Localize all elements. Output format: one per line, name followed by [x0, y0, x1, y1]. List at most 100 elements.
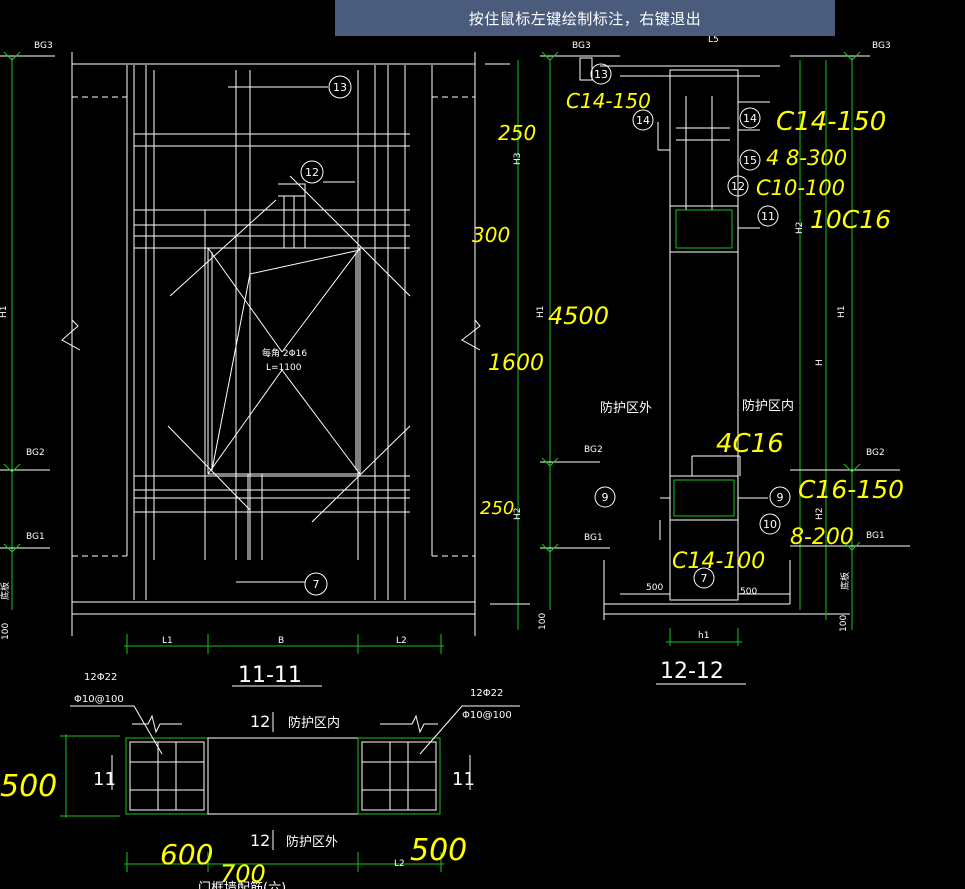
plan-footer: 门框墙配筋(六): [198, 880, 286, 889]
elev-bg2-right: BG2: [866, 448, 885, 458]
svg-text:11: 11: [761, 210, 775, 223]
corner-rebar-length: L=1100: [266, 363, 302, 373]
rebar-right: 12Φ22: [470, 688, 503, 699]
dim-h1-small: h1: [698, 631, 709, 641]
annotation-4-8-300[interactable]: 4 8-300: [766, 146, 847, 170]
dim-500-right: 500: [740, 587, 757, 597]
callout-7-label: 7: [313, 578, 320, 591]
callout-14b-section12[interactable]: [739, 107, 761, 129]
annotation-10c16[interactable]: 10C16: [810, 205, 891, 234]
annotation-c14-150-right[interactable]: C14-150: [776, 107, 886, 137]
annotation-c14-100[interactable]: C14-100: [672, 549, 765, 574]
elev-h1-left: H1: [0, 306, 9, 319]
stirrup-left: Φ10@100: [74, 694, 124, 705]
annotation-c10-100[interactable]: C10-100: [756, 176, 845, 200]
section-11-right-dims: H3 H2 H1 100: [485, 60, 548, 630]
elev-bg3-right: BG3: [872, 41, 891, 51]
rebar-left: 12Φ22: [84, 672, 117, 683]
svg-text:H2: H2: [815, 508, 825, 521]
section-11-title: 11-11: [238, 663, 302, 688]
annotation-4500[interactable]: 4500: [548, 302, 609, 330]
left-edge-markers: BG3 H1 BG2 BG1 底板 100: [0, 41, 55, 640]
callout-15-section12[interactable]: [739, 149, 761, 171]
svg-text:9: 9: [777, 491, 784, 504]
callout-12-section11[interactable]: [300, 160, 324, 184]
elev-bg2-left: BG2: [26, 448, 45, 458]
handwritten-annotations[interactable]: C14-150 C14-150 4 8-300 C10-100 10C16 25…: [0, 89, 904, 888]
annotation-700[interactable]: 700: [220, 860, 266, 888]
svg-text:100: 100: [839, 615, 849, 632]
svg-text:14: 14: [743, 112, 757, 125]
annotation-300[interactable]: 300: [472, 223, 510, 247]
svg-text:H3: H3: [513, 153, 523, 166]
annotation-500-right[interactable]: 500: [410, 833, 467, 868]
elev-bg1-left: BG1: [26, 532, 45, 542]
svg-text:13: 13: [594, 68, 608, 81]
dim-l5: L5: [708, 35, 719, 45]
callout-13-section12[interactable]: [590, 63, 612, 85]
elev-floor-left: 底板: [0, 582, 11, 600]
annotation-250-top[interactable]: 250: [498, 121, 536, 145]
callout-7-section12[interactable]: [693, 567, 715, 589]
corner-rebar-note: 每角 2Φ16: [262, 347, 307, 359]
cut-11-left: 11: [93, 769, 116, 790]
plan-bottom-num: 12: [250, 831, 270, 850]
callout-9a-section12[interactable]: [594, 486, 616, 508]
annotation-c16-150[interactable]: C16-150: [798, 475, 904, 504]
svg-text:10: 10: [763, 518, 777, 531]
annotation-500-left[interactable]: 500: [0, 769, 57, 804]
elev-bg3-left: BG3: [34, 41, 53, 51]
plan-top-label: 防护区内: [288, 715, 340, 731]
callout-13-label: 13: [333, 81, 347, 94]
section-12-title: 12-12: [660, 659, 724, 684]
svg-text:H1: H1: [837, 306, 847, 319]
section-11-11[interactable]: 每角 2Φ16 L=1100 13 12 7 L1 B L2 11-11: [61, 52, 481, 688]
svg-text:12: 12: [731, 180, 745, 193]
callout-14a-section12[interactable]: [632, 109, 654, 131]
elev-bg3-mid: BG3: [572, 41, 591, 51]
door-frame-plan[interactable]: 11 12Φ22 Φ10@100 12Φ22 Φ10@100 12 防护区内 1…: [60, 672, 520, 889]
plan-top-num: 12: [250, 712, 270, 731]
svg-text:100: 100: [538, 613, 548, 630]
annotation-c14-150-top-left[interactable]: C14-150: [566, 89, 651, 113]
callout-12-section12[interactable]: [727, 175, 749, 197]
right-elevation-markers: BG3 H2 H1 H BG2 H2 BG1 底板 100: [790, 41, 910, 632]
annotation-600[interactable]: 600: [160, 838, 213, 871]
svg-text:9: 9: [602, 491, 609, 504]
cut-11-right: 11: [452, 769, 475, 790]
dim-500-left: 500: [646, 583, 663, 593]
svg-text:H: H: [815, 359, 825, 366]
callout-10-section12[interactable]: [759, 513, 781, 535]
stirrup-right: Φ10@100: [462, 710, 512, 721]
annotation-1600[interactable]: 1600: [488, 351, 544, 376]
plan-bottom-label: 防护区外: [286, 834, 338, 850]
section-12-12[interactable]: BG3 L5 BG2 BG1: [540, 35, 850, 685]
plan-dim-l2: L2: [394, 859, 405, 869]
callout-12-label: 12: [305, 166, 319, 179]
label-outside-protect: 防护区外: [600, 400, 652, 416]
dim-l2: L2: [396, 636, 407, 646]
status-tooltip: 按住鼠标左键绘制标注，右键退出: [335, 0, 835, 36]
callout-11-section12[interactable]: [757, 205, 779, 227]
dim-b: B: [278, 636, 284, 646]
svg-text:14: 14: [636, 114, 650, 127]
annotation-4c16[interactable]: 4C16: [716, 429, 784, 459]
elev-bg1-right: BG1: [866, 531, 885, 541]
callout-13-section11[interactable]: [328, 75, 352, 99]
svg-text:H1: H1: [536, 306, 546, 319]
dim-l1: L1: [162, 636, 173, 646]
callout-9b-section12[interactable]: [769, 486, 791, 508]
svg-text:H2: H2: [795, 222, 805, 235]
label-inside-protect: 防护区内: [742, 398, 794, 414]
annotation-250-bottom[interactable]: 250: [480, 498, 514, 519]
elev-bg1-mid: BG1: [584, 533, 603, 543]
annotation-8-200[interactable]: 8-200: [790, 525, 854, 550]
svg-text:15: 15: [743, 154, 757, 167]
svg-text:底板: 底板: [839, 572, 851, 590]
svg-text:H2: H2: [513, 508, 523, 521]
elev-100-left: 100: [1, 623, 11, 640]
callout-7-section11[interactable]: [304, 572, 328, 596]
elev-bg2-mid: BG2: [584, 445, 603, 455]
svg-text:7: 7: [701, 572, 708, 585]
